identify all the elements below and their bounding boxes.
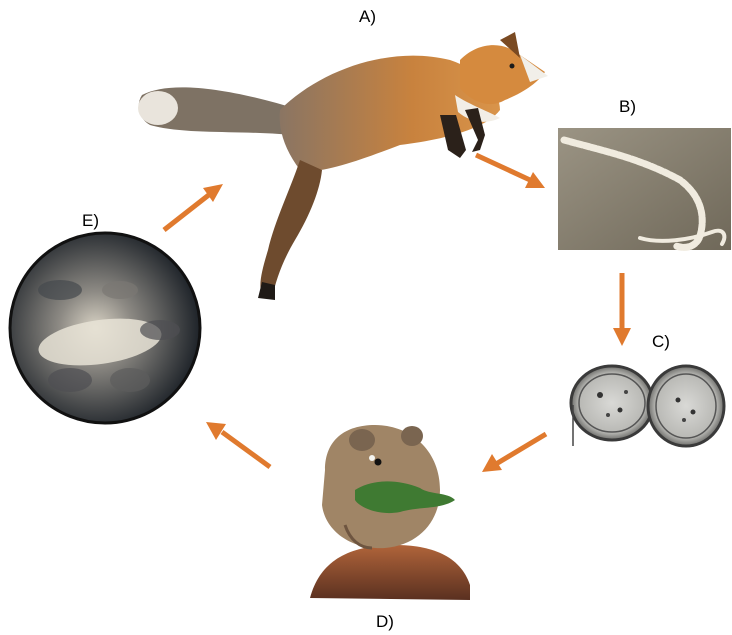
arrow-c-to-d — [482, 434, 546, 472]
arrow-d-to-e — [206, 422, 270, 467]
arrow-e-to-a — [164, 184, 223, 230]
arrow-b-to-c — [613, 273, 631, 346]
fox-illustration — [138, 32, 548, 300]
pika-illustration — [310, 425, 470, 600]
larvae-microscope-view — [10, 233, 200, 423]
arrow-a-to-b — [476, 155, 545, 188]
eggs-micrograph — [571, 366, 724, 446]
tapeworm-photo — [558, 128, 731, 250]
